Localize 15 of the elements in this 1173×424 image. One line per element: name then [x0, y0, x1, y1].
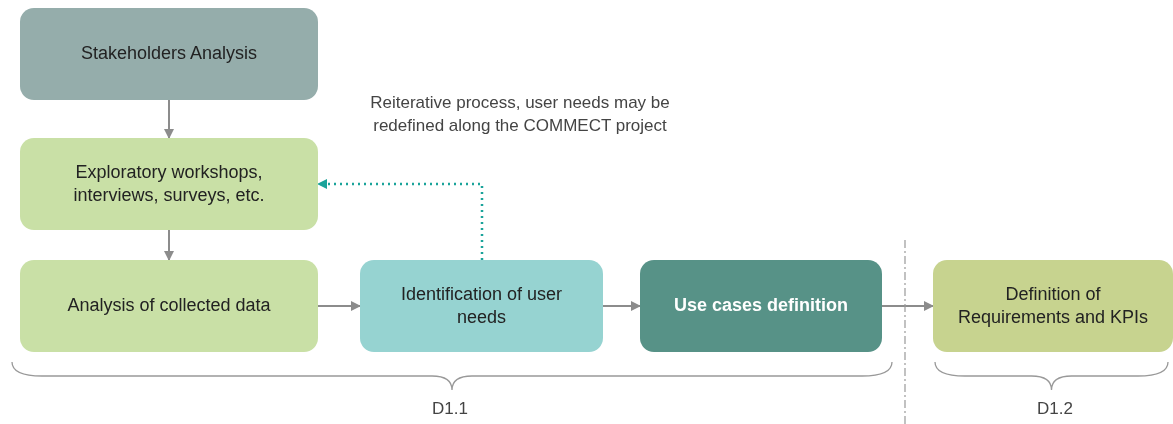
- arrow: [881, 301, 934, 311]
- process-box: Use cases definition: [640, 260, 882, 352]
- process-box: Definition of Requirements and KPIs: [933, 260, 1173, 352]
- deliverable-label: D1.1: [431, 398, 469, 420]
- dotted-arrow: [317, 179, 484, 260]
- process-box: Exploratory workshops, interviews, surveys, etc.: [20, 138, 318, 230]
- arrow: [602, 301, 641, 311]
- deliverable-label: D1.2: [1036, 398, 1074, 420]
- process-box: Identification of user needs: [360, 260, 603, 352]
- arrow: [164, 229, 174, 261]
- annotation-text: Reiterative process, user needs may be redefined along the COMMECT project: [369, 92, 671, 137]
- process-box: Analysis of collected data: [20, 260, 318, 352]
- arrow: [317, 301, 361, 311]
- process-box: Stakeholders Analysis: [20, 8, 318, 100]
- arrow: [164, 99, 174, 139]
